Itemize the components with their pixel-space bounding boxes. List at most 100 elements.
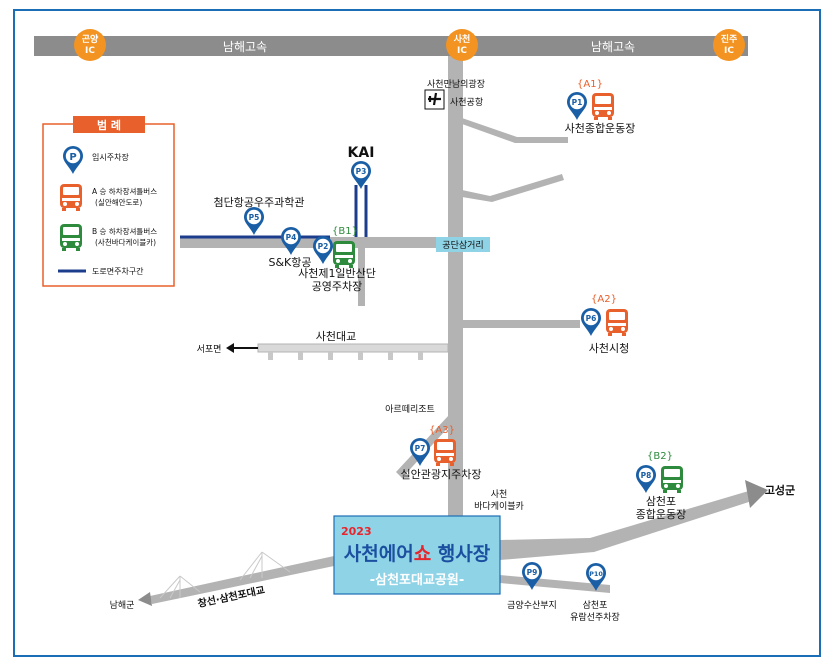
- industrial-label-2: 공영주차장: [312, 280, 363, 293]
- namhae-road: [150, 556, 334, 604]
- plaza-label: 사천만남의광장: [427, 78, 485, 90]
- parking-pin-p8[interactable]: P8: [636, 465, 656, 493]
- parking-pin-p10[interactable]: P10: [586, 563, 606, 591]
- parking-pin-p2[interactable]: P2: [313, 236, 333, 264]
- ic-jinju-circle: [713, 29, 745, 61]
- yuram-label-1: 삼천포: [583, 600, 608, 611]
- industrial-stub: [358, 246, 365, 306]
- bus-stop-a3[interactable]: {A3}: [429, 425, 456, 466]
- bus-stop-a2[interactable]: {A2}: [591, 294, 628, 336]
- main-road: [448, 55, 463, 525]
- parking-pin-p5[interactable]: P5: [244, 207, 264, 235]
- goseong-label: 고성군: [765, 483, 795, 497]
- cable-label-2: 바다케이블카: [474, 501, 524, 512]
- sacheon-bridge: [226, 343, 449, 360]
- goseong-road: [500, 490, 755, 560]
- cable-label-1: 사천: [491, 489, 508, 500]
- changseon-bridge: [159, 551, 291, 599]
- event-title-show: 쇼: [414, 543, 431, 565]
- b1-label: {B1}: [332, 226, 358, 237]
- event-title-sacheon: 사천: [344, 543, 379, 565]
- bus-a1-icon: [592, 93, 614, 120]
- stadium-label: 사천종합운동장: [565, 121, 636, 135]
- namhae-label: 남해군: [110, 600, 135, 611]
- science-label: 첨단항공우주과학관: [213, 196, 304, 209]
- ic-sacheon-circle: [446, 29, 478, 61]
- city-hall-label: 사천시청: [589, 341, 629, 355]
- p5-text: P5: [249, 213, 260, 222]
- parking-pin-p7[interactable]: P7: [410, 438, 430, 466]
- goseong-arrow: [745, 480, 768, 508]
- a2-label: {A2}: [591, 294, 617, 305]
- ic-gonyang-line1: 곤양: [82, 33, 99, 45]
- event-title: 사천에어쇼 행사장: [344, 543, 491, 565]
- ic-gonyang-circle: [74, 29, 106, 61]
- legend-parking-icon: P: [63, 146, 83, 174]
- ic-gonyang: 곤양 IC: [74, 29, 106, 61]
- legend-bus-b-icon: [60, 224, 82, 251]
- samcheonpo-label-1: 삼천포: [646, 494, 676, 508]
- road-parking-sections: [180, 185, 368, 239]
- bus-stop-a1[interactable]: {A1}: [577, 79, 614, 120]
- silan-label: 실안관광지주차장: [401, 468, 482, 481]
- event-subtitle: -삼천포대교공원-: [370, 572, 465, 588]
- samcheonpo-label-2: 종합운동장: [636, 508, 687, 521]
- bus-stop-b1[interactable]: {B1}: [332, 226, 358, 268]
- airport-icon: [424, 89, 445, 110]
- stadium-branch-road: [462, 118, 568, 143]
- geumyang-label: 금양수산부지: [507, 600, 557, 611]
- event-venue[interactable]: 2023 사천에어쇼 행사장 -삼천포대교공원-: [333, 515, 501, 595]
- bus-b2-icon: [661, 466, 683, 493]
- svg-text:P: P: [69, 152, 76, 163]
- ic-jinju-line1: 진주: [721, 33, 738, 45]
- seopo-label: 서포면: [197, 344, 222, 355]
- event-title-venue: 행사장: [431, 543, 491, 565]
- bus-stop-b2[interactable]: {B2}: [647, 451, 683, 493]
- event-title-air: 에어: [379, 543, 414, 565]
- p6-text: P6: [586, 314, 597, 323]
- bus-b1-icon: [333, 241, 355, 268]
- legend-bus-b-sub: (사천바다케이블카): [95, 237, 156, 247]
- ic-sacheon-line2: IC: [457, 46, 467, 56]
- yuram-label-2: 유람선주차장: [570, 611, 620, 623]
- p7-text: P7: [415, 444, 426, 453]
- namhae-arrow: [138, 592, 152, 606]
- p1-text: P1: [572, 98, 583, 107]
- diagonal-branch-road: [462, 174, 564, 202]
- b2-label: {B2}: [647, 451, 673, 462]
- event-year: 2023: [341, 525, 372, 538]
- arteri-label: 아르떼리조트: [385, 404, 435, 415]
- parking-pin-p3[interactable]: P3: [351, 161, 371, 189]
- p4-text: P4: [286, 233, 297, 242]
- bus-a2-icon: [606, 309, 628, 336]
- event-box: [333, 515, 501, 595]
- ic-gonyang-line2: IC: [85, 46, 95, 56]
- parking-pin-p9[interactable]: P9: [522, 562, 542, 590]
- legend-title: 범 례: [97, 118, 121, 132]
- bridge-label: 사천대교: [316, 329, 356, 343]
- p2-text: P2: [318, 242, 329, 251]
- parking-pin-p1[interactable]: P1: [567, 92, 587, 120]
- junction-box: [436, 237, 490, 252]
- junction-label: 공단삼거리: [442, 240, 483, 251]
- legend-road-label: 도로면주차구간: [92, 266, 144, 276]
- bridge-deck: [257, 343, 449, 353]
- parking-pin-p4[interactable]: P4: [281, 227, 301, 255]
- legend-title-bg: [73, 116, 145, 133]
- parking-pin-p6[interactable]: P6: [581, 308, 601, 336]
- legend-parking-label: 임시주차장: [92, 152, 129, 162]
- p10-text: P10: [589, 570, 603, 578]
- legend-bus-b-label: B 승 하차장셔틀버스: [92, 226, 157, 236]
- p9-text: P9: [527, 568, 538, 577]
- city-hall-road: [462, 320, 580, 328]
- highway: [34, 36, 748, 56]
- ic-sacheon-line1: 사천: [454, 33, 471, 45]
- legend: 범 례 P 임시주차장 A 승 하차장셔틀버스 (실안해안도로) B 승 하차장…: [42, 116, 175, 287]
- ic-jinju-line2: IC: [724, 46, 734, 56]
- p8-text: P8: [641, 471, 652, 480]
- sk-label: S&K항공: [268, 256, 311, 269]
- highway-name-left: 남해고속: [223, 40, 267, 54]
- legend-bus-a-sub: (실안해안도로): [95, 197, 142, 207]
- legend-bus-a-label: A 승 하차장셔틀버스: [92, 186, 157, 196]
